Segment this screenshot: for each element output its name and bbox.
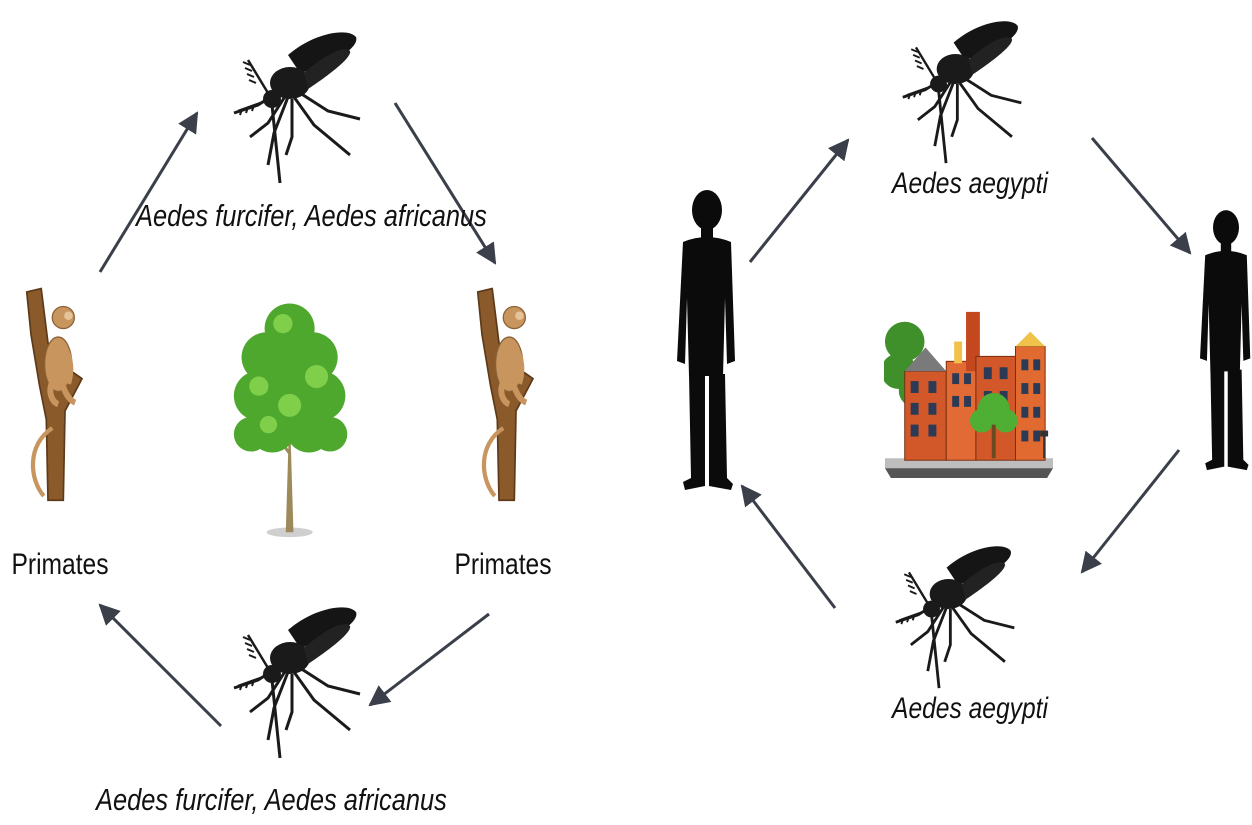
- urban-vector-top-label: Aedes aegypti: [876, 167, 1065, 201]
- mosquito-icon: [896, 546, 1015, 688]
- sylvatic-vector-top-label: Aedes furcifer, Aedes africanus: [136, 198, 464, 234]
- monkey-on-branch-icon: [478, 289, 533, 501]
- arrow-primate-to-mosquito-top: [100, 113, 197, 272]
- sylvatic-cycle: [27, 32, 533, 758]
- city-buildings-icon: [881, 312, 1053, 478]
- monkey-on-branch-icon: [27, 289, 82, 501]
- sylvatic-host-right-label: Primates: [454, 548, 552, 582]
- urban-vector-bottom-label: Aedes aegypti: [876, 692, 1065, 726]
- arrow-mosquito-bottom-to-human: [742, 486, 835, 608]
- urban-cycle: [677, 21, 1250, 688]
- mosquito-icon: [234, 32, 360, 183]
- human-silhouette-icon: [1200, 210, 1250, 470]
- arrow-human-to-mosquito-top: [750, 140, 848, 262]
- sylvatic-vector-bottom-label: Aedes furcifer, Aedes africanus: [96, 782, 424, 818]
- sylvatic-host-left-label: Primates: [11, 548, 109, 582]
- arrow-mosquito-bottom-to-primate: [100, 605, 221, 726]
- arrow-primate-to-mosquito-bottom: [370, 614, 489, 705]
- human-silhouette-icon: [677, 190, 735, 490]
- arrow-mosquito-top-to-human: [1092, 138, 1190, 253]
- tree-icon: [234, 303, 347, 537]
- arrow-human-to-mosquito-bottom: [1082, 450, 1179, 572]
- mosquito-icon: [903, 21, 1022, 163]
- mosquito-icon: [234, 607, 360, 758]
- arrow-mosquito-top-to-primate: [395, 103, 495, 263]
